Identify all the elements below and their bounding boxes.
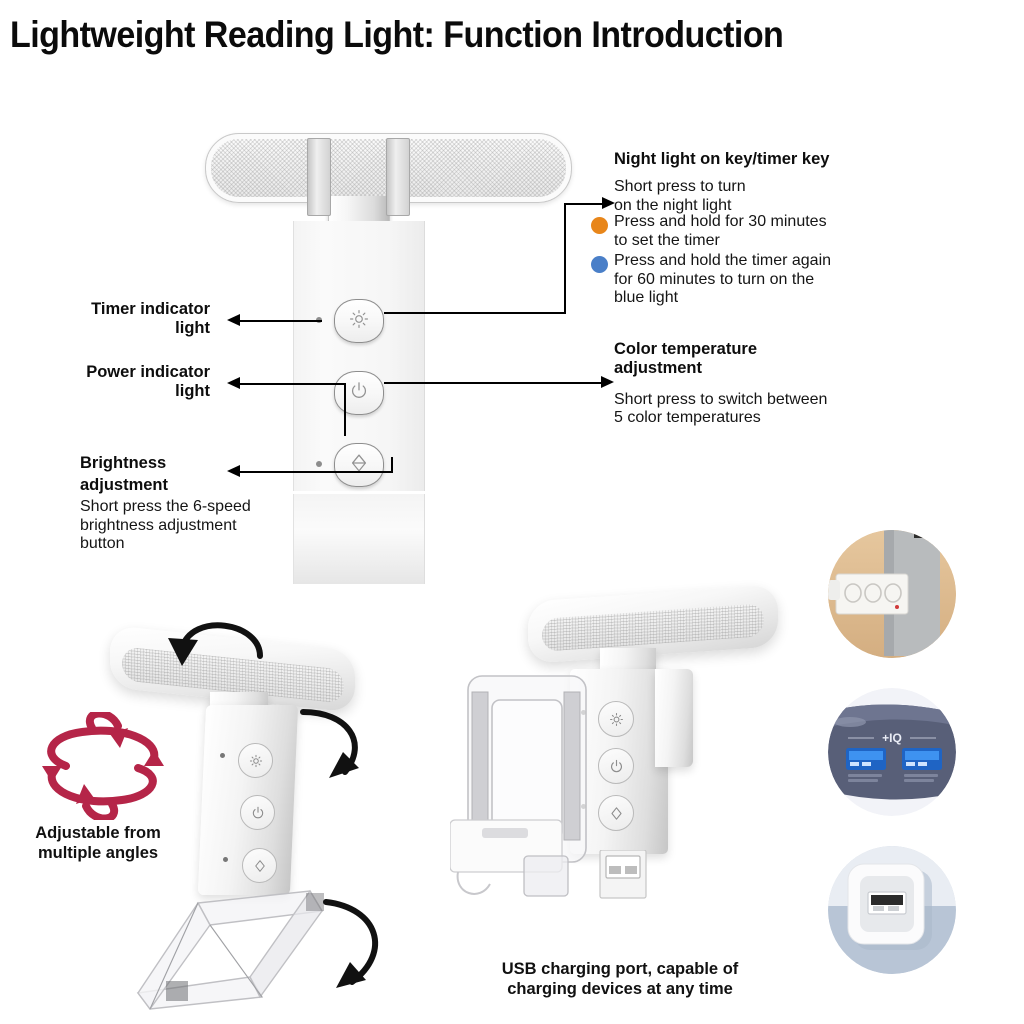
angled-lamp-night-light-button[interactable] xyxy=(238,743,273,778)
rotation-arrow-clip-icon xyxy=(323,899,379,988)
leader-power-h xyxy=(240,383,346,385)
annotation-brightness: Brightness adjustment Short press the 6-… xyxy=(80,452,310,554)
angled-lamp-brightness-button[interactable] xyxy=(242,848,277,883)
caption-adjustable-angles: Adjustable from multiple angles xyxy=(35,824,161,862)
power-indicator-led xyxy=(316,461,322,467)
leader-power-v xyxy=(344,384,346,436)
bullet-dot-orange xyxy=(591,217,608,234)
thumbnail-power-bank-dual-usb[interactable]: +IQ xyxy=(828,688,956,816)
rotation-arrow-head-tilt-icon xyxy=(168,622,263,666)
leader-nightlight-h2 xyxy=(564,203,604,205)
usb-plug-icon xyxy=(599,850,647,899)
leader-colortemp-h xyxy=(384,382,603,384)
annotation-color-temperature: Color temperature adjustment Short press… xyxy=(614,340,1014,428)
usb-lamp-clip-stand xyxy=(450,675,587,897)
clip-leg-right xyxy=(386,138,410,216)
sun-icon xyxy=(348,308,370,335)
annotation-timer-30min: Press and hold for 30 minutes to set the… xyxy=(614,213,827,249)
usb-lamp-night-light-button[interactable] xyxy=(598,701,634,737)
rotation-arrow-body-icon xyxy=(300,709,359,778)
leader-power-arrowhead xyxy=(227,377,240,389)
diamond-arrows-icon xyxy=(348,452,370,479)
caption-usb-charging: USB charging port, capable of charging d… xyxy=(501,960,739,998)
leader-nightlight-arrowhead xyxy=(602,197,615,209)
annotation-timer-indicator: Timer indicator light xyxy=(91,300,210,338)
usb-lamp-photo xyxy=(450,584,790,945)
color-temp-heading: Color temperature adjustment xyxy=(614,340,758,378)
night-light-heading: Night light on key/timer key xyxy=(614,150,830,168)
usb-lamp-body-side xyxy=(655,669,693,767)
annotation-power-indicator: Power indicator light xyxy=(86,363,210,401)
brightness-heading: Brightness adjustment xyxy=(80,454,169,495)
thumbnail-lamp-clipped-to-laptop[interactable] xyxy=(828,530,956,658)
power-icon xyxy=(348,380,370,407)
leader-timer-h xyxy=(240,320,322,322)
angled-lamp-clip xyxy=(136,889,324,1010)
leader-nightlight-h1 xyxy=(384,312,566,314)
leader-colortemp-arrowhead xyxy=(601,376,614,388)
color-temp-desc: Short press to switch between 5 color te… xyxy=(614,390,828,427)
bullet-dot-blue xyxy=(591,256,608,273)
clip-leg-left xyxy=(307,138,331,216)
leader-brightness-h xyxy=(240,471,393,473)
angled-lamp-timer-led xyxy=(220,753,225,758)
brightness-desc: Short press the 6-speed brightness adjus… xyxy=(80,498,251,553)
multi-angle-rotation-icon xyxy=(42,712,164,820)
thumbnail-usb-wall-charger[interactable] xyxy=(828,846,956,974)
main-lamp-illustration xyxy=(200,128,600,588)
power-bank-badge-text: +IQ xyxy=(882,731,902,745)
annotation-timer-60min: Press and hold the timer again for 60 mi… xyxy=(614,252,832,307)
angled-lamp-power-button[interactable] xyxy=(240,795,275,830)
angled-lamp-photo xyxy=(100,610,390,1010)
leader-timer-arrowhead xyxy=(227,314,240,326)
annotation-night-light: Night light on key/timer key Short press… xyxy=(614,150,1014,216)
lamp-clip-base xyxy=(293,494,425,584)
brightness-button[interactable] xyxy=(334,443,384,487)
angled-lamp-power-led xyxy=(223,857,228,862)
leader-brightness-arrowhead xyxy=(227,465,240,477)
page-title: Lightweight Reading Light: Function Intr… xyxy=(10,14,784,55)
leader-brightness-v xyxy=(391,457,393,473)
usb-lamp-brightness-button[interactable] xyxy=(598,795,634,831)
night-light-button[interactable] xyxy=(334,299,384,343)
power-button[interactable] xyxy=(334,371,384,415)
leader-nightlight-v xyxy=(564,203,566,314)
night-light-desc: Short press to turn on the night light xyxy=(614,178,746,215)
usb-lamp-power-button[interactable] xyxy=(598,748,634,784)
